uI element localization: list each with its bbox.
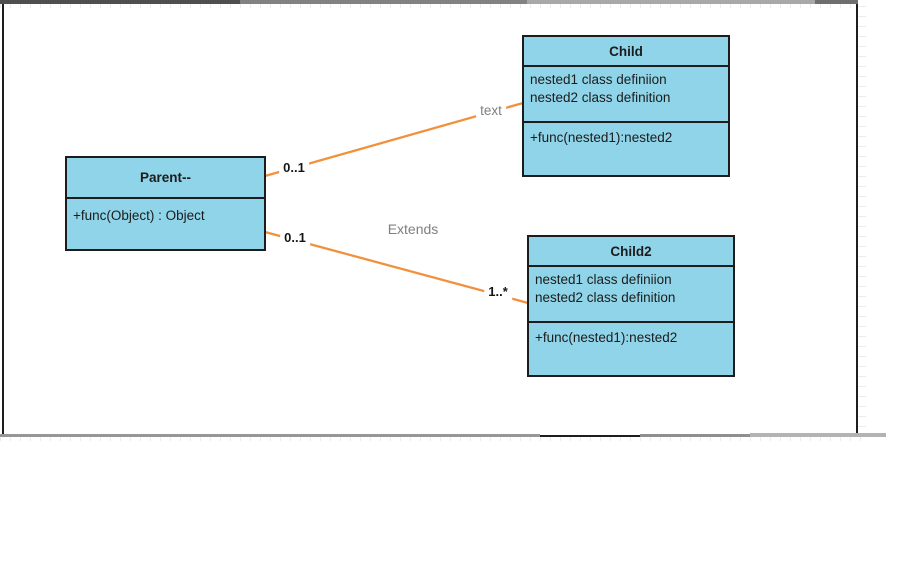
horizontal-scrollbar[interactable] (640, 434, 750, 437)
multiplicity-label-parent-child[interactable]: 0..1 (279, 160, 309, 176)
class-child2-attribute: nested2 class definition (535, 290, 676, 305)
connector-label-parent-child2[interactable]: Extends (383, 221, 443, 237)
class-child-attribute: nested1 class definiion (530, 72, 667, 87)
class-parent-title: Parent-- (139, 170, 191, 185)
top-ruler-segment (527, 0, 815, 4)
class-child2-title: Child2 (610, 243, 652, 259)
class-child2-attributes-section: nested1 class definiion nested2 class de… (529, 265, 733, 321)
horizontal-scrollbar[interactable] (0, 434, 540, 437)
class-child-attributes-section: nested1 class definiion nested2 class de… (524, 65, 728, 121)
class-child-attribute: nested2 class definition (530, 90, 671, 105)
top-ruler-ticks (0, 4, 858, 8)
bottom-ruler-ticks (0, 437, 862, 441)
class-parent-methods-section: +func(Object) : Object (67, 197, 264, 249)
class-child-methods-section: +func(nested1):nested2 (524, 121, 728, 175)
class-child2-methods-section: +func(nested1):nested2 (529, 321, 733, 375)
class-child2-method: +func(nested1):nested2 (535, 330, 678, 345)
class-child2-attribute: nested1 class definiion (535, 272, 672, 287)
top-ruler-segment (240, 0, 527, 4)
top-ruler (0, 0, 858, 4)
multiplicity-label-child2[interactable]: 1..* (484, 284, 512, 300)
class-child2[interactable]: Child2 nested1 class definiion nested2 c… (527, 235, 735, 377)
top-ruler-segment (0, 0, 240, 4)
class-child-method: +func(nested1):nested2 (530, 130, 673, 145)
class-parent[interactable]: Parent-- +func(Object) : Object (65, 156, 266, 251)
class-child[interactable]: Child nested1 class definiion nested2 cl… (522, 35, 730, 177)
horizontal-scrollbar[interactable] (750, 433, 886, 437)
multiplicity-label-parent-child2[interactable]: 0..1 (280, 230, 310, 246)
class-child-title: Child (609, 43, 643, 59)
right-ruler-ticks (858, 6, 866, 434)
connector-label-parent-child[interactable]: text (476, 103, 506, 119)
class-parent-method: +func(Object) : Object (73, 208, 205, 223)
